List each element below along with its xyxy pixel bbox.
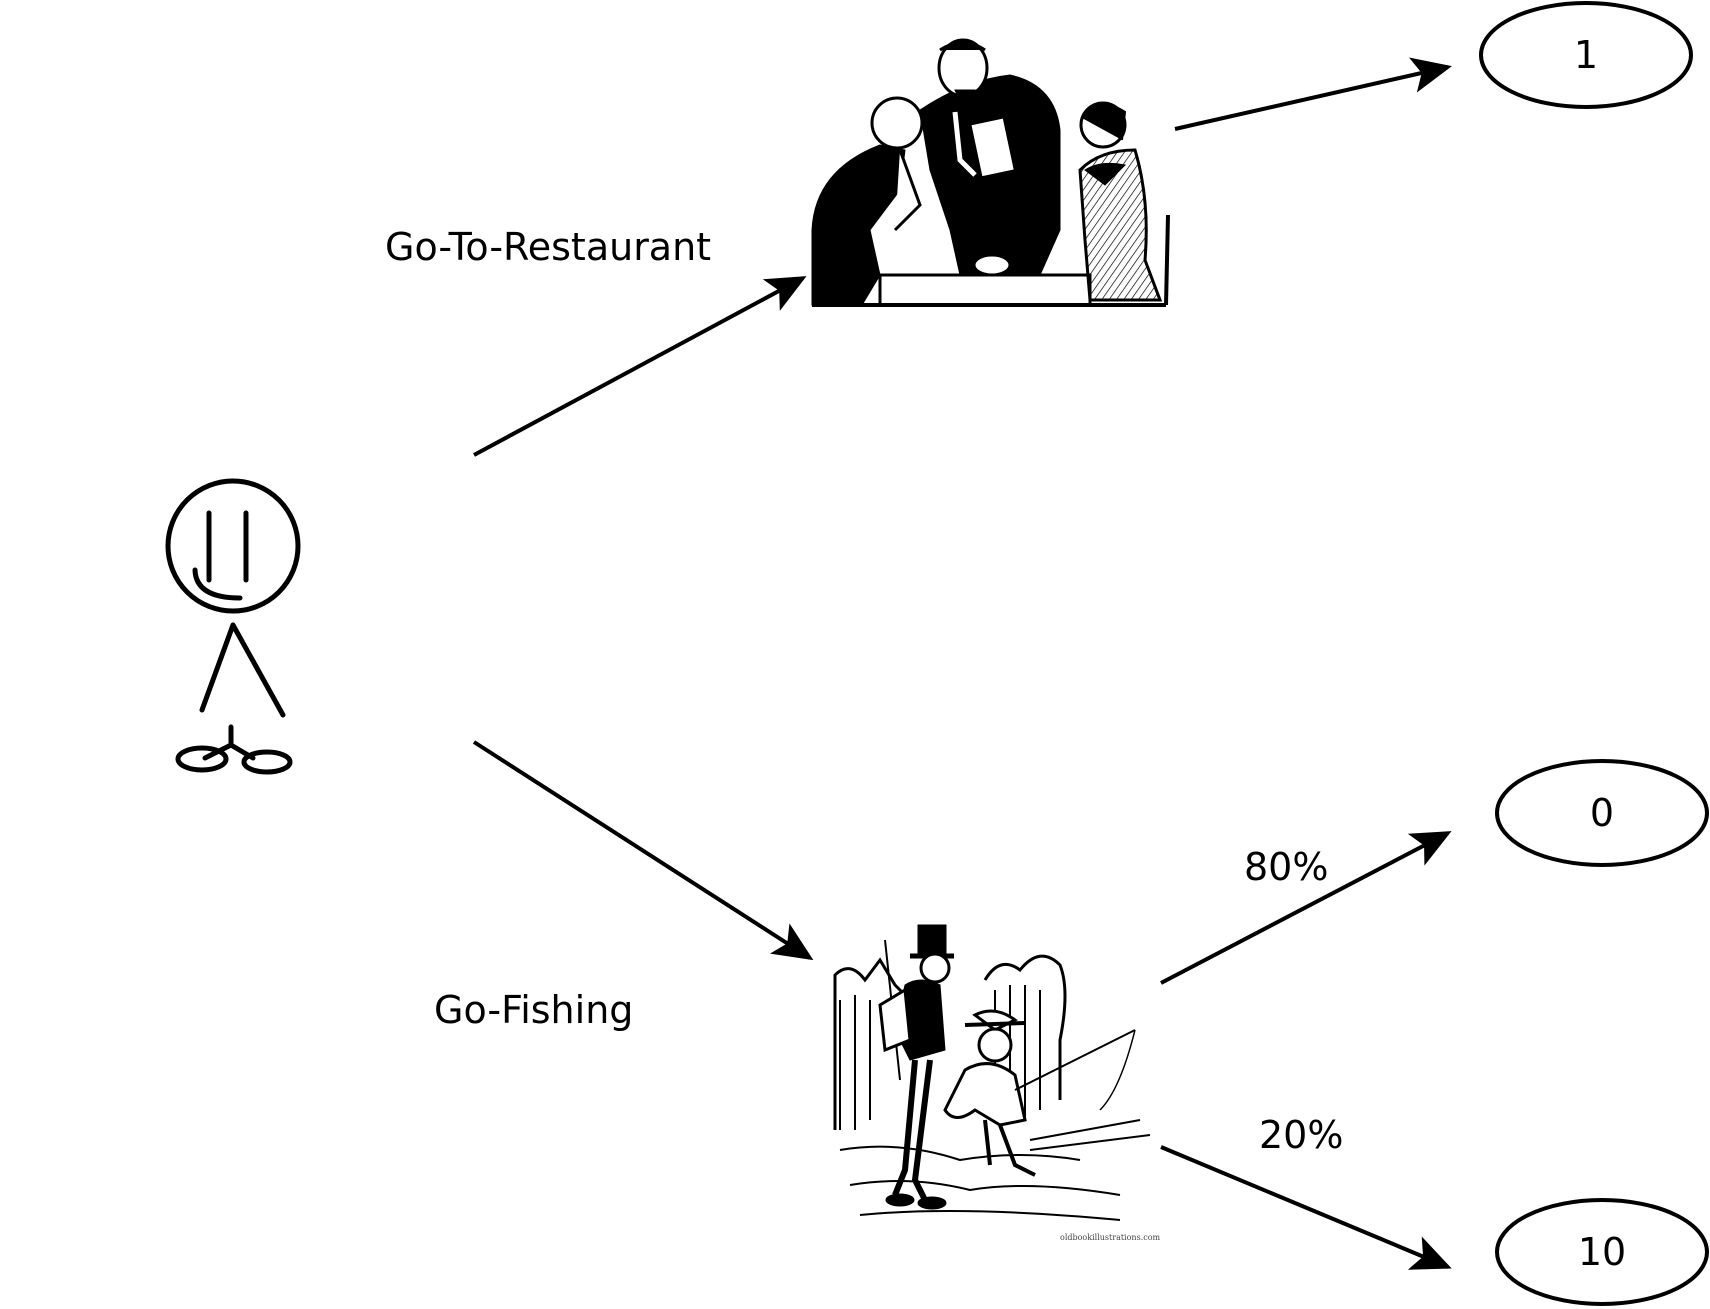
- outcome-value-restaurant: 1: [1574, 33, 1598, 77]
- fishing-illustration: [833, 924, 1151, 1221]
- restaurant-illustration: [811, 38, 1170, 307]
- fishing-ten-probability: 20%: [1259, 1113, 1343, 1157]
- fishing-illustration-credit: oldbookillustrations.com: [1060, 1233, 1161, 1242]
- fishing-outcome-ten-arrow: [1160, 1145, 1452, 1270]
- person-stick-figure: [165, 478, 301, 775]
- outcome-node-fishing-ten: 10: [1495, 1198, 1709, 1306]
- restaurant-action-label: Go-To-Restaurant: [385, 225, 711, 269]
- outcome-value-fishing-zero: 0: [1590, 791, 1614, 835]
- outcome-node-restaurant: 1: [1479, 1, 1693, 109]
- outcome-value-fishing-ten: 10: [1578, 1230, 1626, 1274]
- fishing-action-label: Go-Fishing: [434, 988, 633, 1032]
- restaurant-action-arrow: [473, 276, 807, 457]
- fishing-outcome-zero-arrow: [1160, 831, 1452, 985]
- fishing-action-arrow: [472, 740, 814, 961]
- restaurant-outcome-arrow: [1174, 57, 1452, 131]
- outcome-node-fishing-zero: 0: [1495, 759, 1709, 867]
- fishing-zero-probability: 80%: [1244, 845, 1328, 889]
